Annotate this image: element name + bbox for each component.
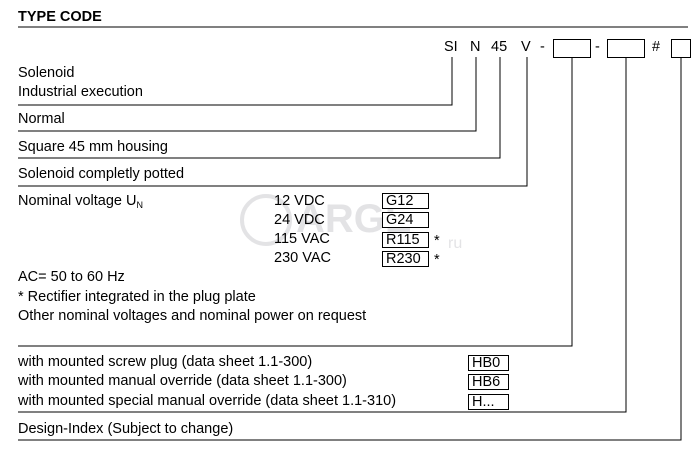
voltage-12-code: G12 [382,193,429,209]
voltage-115-code: R115 [382,232,429,248]
voltage-115-mark: * [434,233,440,249]
override-special-code: H... [468,394,509,410]
nominal-voltage-text: Nominal voltage U [18,193,137,209]
design-index-label: Design-Index (Subject to change) [18,421,234,437]
voltage-230-mark: * [434,252,440,268]
code-45: 45 [491,39,508,55]
voltage-24-label: 24 VDC [274,212,325,228]
nominal-voltage-sub: N [136,200,143,210]
override-manual-label: with mounted manual override (data sheet… [18,373,347,389]
code-n: N [470,39,481,55]
code-dash-1: - [540,39,545,55]
other-voltages-note: Other nominal voltages and nominal power… [18,308,367,324]
override-screw-plug-code: HB0 [468,355,509,371]
solenoid-label: Solenoid [18,65,75,81]
voltage-24-code: G24 [382,212,429,228]
housing-label: Square 45 mm housing [18,139,168,155]
rectifier-note: * Rectifier integrated in the plug plate [18,289,256,305]
override-screw-plug-label: with mounted screw plug (data sheet 1.1-… [18,354,313,370]
code-hash: # [652,39,661,55]
code-v: V [521,39,531,55]
potted-label: Solenoid completly potted [18,166,185,182]
ac-frequency-note: AC= 50 to 60 Hz [18,269,125,285]
voltage-115-label: 115 VAC [274,231,330,247]
override-special-label: with mounted special manual override (da… [18,393,397,409]
page-title: TYPE CODE [18,9,102,25]
override-code-box [607,39,645,58]
code-si: SI [444,39,458,55]
watermark-sub: ru [448,235,462,252]
normal-label: Normal [18,111,65,127]
voltage-12-label: 12 VDC [274,193,325,209]
design-index-box [671,39,691,58]
voltage-code-box [553,39,591,58]
industrial-label: Industrial execution [18,84,143,100]
code-dash-2: - [595,39,600,55]
voltage-230-label: 230 VAC [274,250,331,266]
voltage-230-code: R230 [382,251,429,267]
nominal-voltage-label: Nominal voltage UN [18,193,143,214]
override-manual-code: HB6 [468,374,509,390]
